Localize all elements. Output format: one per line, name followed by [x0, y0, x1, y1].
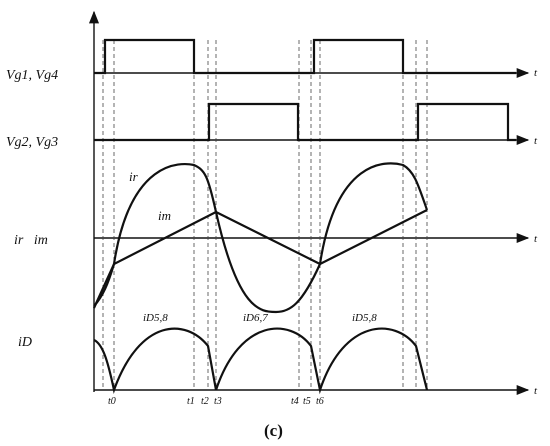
time-reference-lines	[102, 40, 428, 390]
ir-curve-label: ir	[129, 169, 139, 184]
vg23-waveform	[94, 102, 516, 142]
time-marker-t3: t3	[214, 396, 222, 407]
vg23-axis-unit: t	[534, 135, 538, 147]
id-label: iD	[18, 335, 32, 350]
time-marker-t1: t1	[187, 396, 195, 407]
vg14-axis-unit: t	[534, 67, 538, 79]
ir-im-axis-unit: t	[534, 233, 538, 245]
vg14-waveform	[94, 38, 516, 75]
id-axis-unit: t	[534, 385, 538, 397]
ir-waveform	[93, 162, 429, 314]
time-marker-t4: t4	[291, 396, 299, 407]
time-marker-t6: t6	[316, 396, 324, 407]
id67-label: iD6,7	[243, 312, 268, 324]
id58-label-2: iD5,8	[352, 312, 377, 324]
time-marker-t2: t2	[201, 396, 209, 407]
vg23-label: Vg2, Vg3	[6, 135, 58, 150]
id58-label-1: iD5,8	[143, 312, 168, 324]
vg14-label: Vg1, Vg4	[6, 68, 58, 83]
figure-caption: (c)	[264, 421, 283, 440]
im-curve-label: im	[158, 208, 171, 223]
time-marker-t0: t0	[108, 396, 116, 407]
im-waveform	[92, 209, 428, 309]
id-waveform	[93, 327, 429, 395]
ir-im-label: ir im	[14, 233, 48, 248]
time-marker-t5: t5	[303, 396, 311, 407]
